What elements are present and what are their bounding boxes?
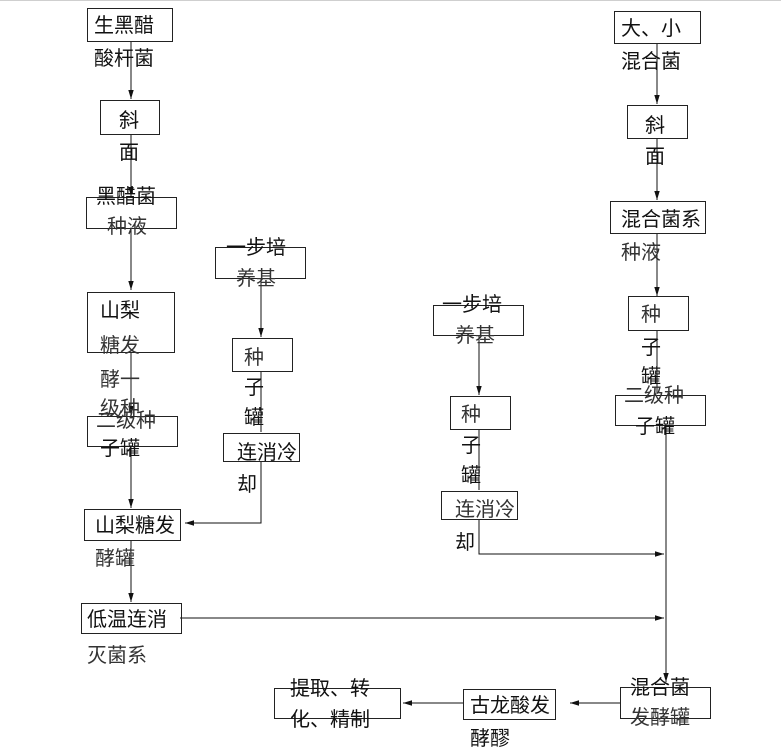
node-label-n5-line1: 一步培 [226, 235, 286, 259]
node-label-n20-line1: 提取、转 [290, 676, 370, 700]
node-label-n12-line1: 连消冷 [455, 497, 515, 521]
node-label-n3-line2: 种液 [107, 214, 147, 238]
arrow-n7-n8 [185, 462, 262, 526]
node-label-n12-line2: 却 [455, 530, 475, 554]
node-label-n8-line2: 酵罐 [95, 546, 135, 570]
node-box-n3 [86, 197, 177, 229]
node-label-n6-line2: 子 [244, 375, 264, 399]
node-label-n16-line3: 罐 [641, 364, 661, 388]
node-label-n7-line2: 却 [237, 472, 257, 496]
node-label-n4-line1: 山梨 [100, 298, 140, 322]
node-box-n5 [215, 247, 306, 279]
node-label-n2-line1: 斜 [119, 108, 139, 132]
node-box-n20 [274, 688, 401, 719]
node-box-n19 [463, 689, 556, 720]
node-label-n16-line2: 子 [641, 335, 661, 359]
node-label-n1-line2: 酸杆菌 [94, 46, 154, 70]
node-label-n17-line1: 二级种 [624, 383, 684, 407]
node-label-n4-line2: 糖发 [100, 333, 140, 357]
node-label-n7-line1: 连消冷 [237, 440, 297, 464]
node-label-n19-line1: 古龙酸发 [470, 693, 550, 717]
node-box-n4b [87, 416, 178, 447]
node-box-n14 [627, 105, 688, 139]
node-box-n4 [87, 292, 175, 353]
node-label-n6-line1: 种 [244, 345, 264, 369]
node-box-n10 [433, 305, 524, 336]
node-label-n13-line2: 混合菌 [621, 49, 681, 73]
node-box-n11 [450, 396, 511, 430]
node-box-n17 [615, 395, 706, 426]
node-label-n14-line1: 斜 [645, 113, 665, 137]
node-box-n8 [84, 509, 181, 541]
node-label-n13-line1: 大、小 [621, 16, 681, 40]
top-border [0, 0, 781, 1]
node-label-n5-line2: 养基 [236, 266, 276, 290]
node-label-n11-line2: 子 [461, 433, 481, 457]
node-box-n9 [81, 603, 182, 634]
node-label-n15-line2: 种液 [621, 240, 661, 264]
node-label-n4-line6: 子罐 [100, 436, 140, 460]
node-label-n9-line2: 灭菌系 [87, 643, 147, 667]
node-box-n1 [87, 8, 173, 42]
node-box-n2 [100, 100, 160, 135]
node-box-n7 [223, 433, 300, 462]
node-label-n2-line2: 面 [119, 140, 139, 164]
node-label-n18-line2: 发酵罐 [630, 705, 690, 729]
node-label-n17-line2: 子罐 [635, 414, 675, 438]
node-box-n12 [441, 491, 518, 520]
node-box-n6 [232, 338, 293, 372]
node-label-n19-line2: 酵醪 [470, 726, 510, 750]
node-box-n15 [610, 201, 706, 234]
node-label-n3-line1: 黑醋菌 [96, 184, 156, 208]
node-label-n11-line3: 罐 [461, 463, 481, 487]
node-label-n18-line1: 混合菌 [630, 675, 690, 699]
node-label-n10-line2: 养基 [455, 323, 495, 347]
node-box-n18 [620, 687, 711, 719]
node-label-n8-line1: 山梨糖发 [95, 513, 175, 537]
node-box-n16 [628, 296, 689, 331]
node-label-n20-line2: 化、精制 [290, 707, 370, 731]
node-label-n14-line2: 面 [645, 144, 665, 168]
node-label-n9-line1: 低温连消 [87, 607, 167, 631]
arrow-n12-n18 [478, 520, 664, 557]
node-label-n10-line1: 一步培 [442, 292, 502, 316]
node-label-n15-line1: 混合菌系 [621, 207, 701, 231]
node-label-n16-line1: 种 [641, 302, 661, 326]
node-box-n13 [614, 11, 701, 44]
node-label-n6-line3: 罐 [244, 405, 264, 429]
node-label-n1-line1: 生黑醋 [94, 13, 154, 37]
node-label-n4-line3: 酵一 [100, 367, 140, 391]
node-label-n4-line5: 二级种 [96, 408, 156, 432]
node-label-n11-line1: 种 [461, 402, 481, 426]
